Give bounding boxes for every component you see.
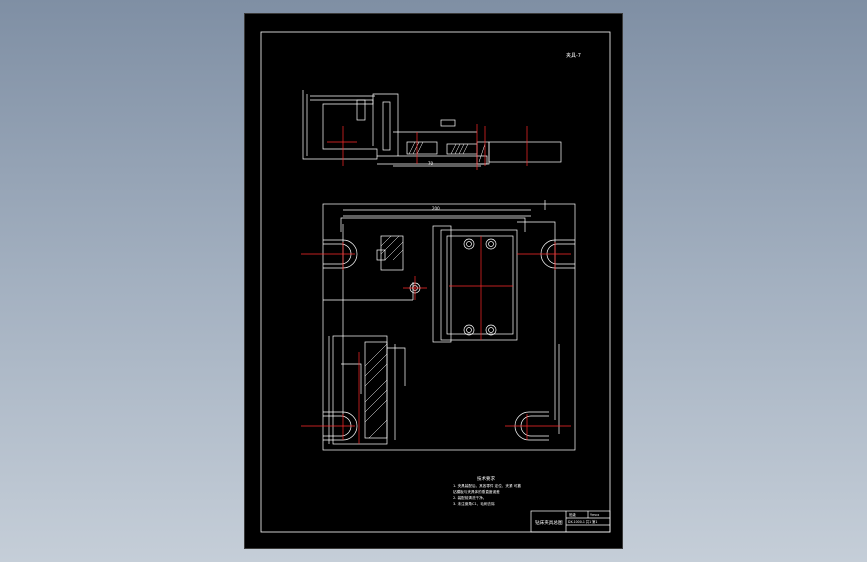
- drawing-code-label: 夹具-7: [566, 52, 581, 59]
- technical-requirements: 技术要求 1. 夹具装配后，其各零件 定位、夹紧 可靠 钻模板与夹具体的垂直度误…: [453, 475, 521, 506]
- plan-view: 200: [322, 200, 576, 451]
- section-center-lines: [327, 124, 528, 170]
- svg-text:200: 200: [432, 206, 440, 211]
- bushing-holes: [409, 238, 497, 336]
- title-block-title: 钻床夹具总图: [535, 519, 563, 526]
- section-view: 70: [302, 90, 562, 167]
- svg-text:3. 未注倒角C1，毛刺去除: 3. 未注倒角C1，毛刺去除: [453, 501, 495, 506]
- plan-center-lines: [301, 236, 571, 444]
- cad-drawing: 夹具-7 70: [260, 31, 611, 533]
- fixture-body-hatch: [364, 235, 404, 439]
- svg-text:钻模板与夹具体的垂直度误差: 钻模板与夹具体的垂直度误差: [453, 489, 500, 494]
- title-block-field-b: 班级: [569, 512, 576, 517]
- title-block: [530, 510, 611, 533]
- title-block-field-c: DX-1000-1 共1 第1: [568, 519, 597, 524]
- title-block-field-a: Ymcx: [590, 513, 599, 517]
- inner-frame: [260, 31, 611, 533]
- svg-text:技术要求: 技术要求: [477, 475, 495, 482]
- svg-text:70: 70: [428, 161, 434, 166]
- svg-text:1. 夹具装配后，其各零件 定位、夹紧 可靠: 1. 夹具装配后，其各零件 定位、夹紧 可靠: [453, 483, 521, 488]
- drawing-sheet: 夹具-7 70: [244, 13, 623, 549]
- section-hatch: [408, 141, 486, 163]
- svg-text:2. 装配前清洗干净。: 2. 装配前清洗干净。: [453, 495, 486, 500]
